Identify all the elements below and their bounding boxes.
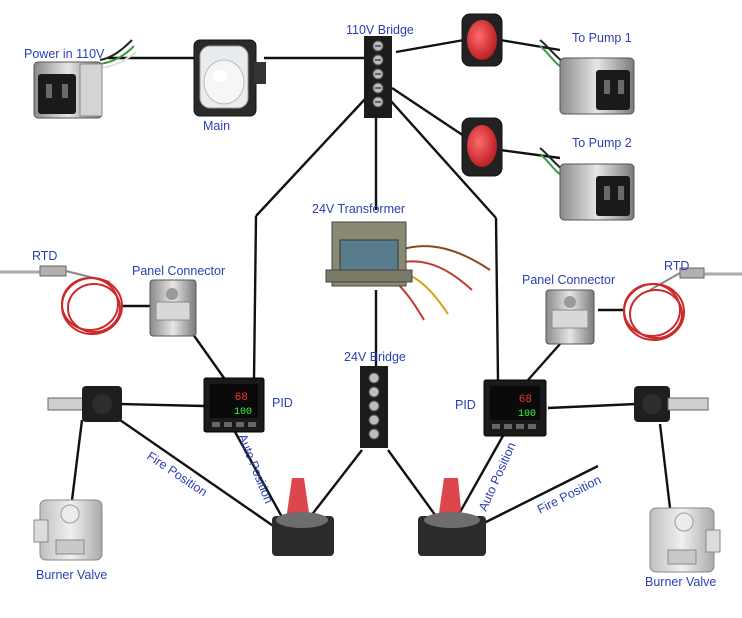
power-inlet-icon — [539, 39, 635, 115]
toggle-switch-icon — [418, 478, 486, 556]
bridge-24v-label: 24V Bridge — [344, 350, 406, 364]
toggle-switch-icon — [272, 478, 334, 556]
terminal-block-icon — [360, 366, 388, 448]
burner-valve-left-label: Burner Valve — [36, 568, 107, 582]
pid-left-pv: 68 — [235, 392, 248, 404]
rocker-switch-icon — [461, 117, 503, 177]
rtd-left-label: RTD — [32, 249, 57, 263]
terminal-block-icon — [364, 36, 392, 118]
pump2-label: To Pump 2 — [572, 136, 632, 150]
pid-controller-icon: 68 100 — [483, 379, 547, 437]
power-inlet-icon — [539, 147, 635, 221]
bridge-110v-label: 110V Bridge — [346, 23, 414, 37]
thermocouple-icon — [634, 386, 709, 422]
thermocouple-icon — [47, 386, 122, 422]
main-label: Main — [203, 119, 230, 133]
pid-controller-icon: 68 100 — [203, 377, 265, 433]
pid-left-label: PID — [272, 396, 293, 410]
rocker-switch-icon — [461, 13, 503, 67]
wires — [70, 38, 672, 536]
rtd-probe-icon — [0, 265, 123, 335]
pid-right-label: PID — [455, 398, 476, 412]
pid-right-sv: 100 — [518, 409, 536, 420]
panel-connector-left-label: Panel Connector — [132, 264, 225, 278]
pid-left-sv: 100 — [234, 407, 252, 418]
auto-position-left-label: Auto Position — [235, 432, 276, 506]
pid-right-pv: 68 — [519, 394, 532, 406]
burner-valve-icon — [33, 499, 103, 561]
panel-connector-right-label: Panel Connector — [522, 273, 615, 287]
transformer-icon — [325, 221, 491, 321]
burner-valve-icon — [649, 507, 721, 573]
main-switch-icon — [193, 39, 266, 117]
rtd-probe-icon — [623, 267, 742, 341]
transformer-label: 24V Transformer — [312, 202, 405, 216]
power-inlet-icon — [33, 39, 137, 119]
pump1-label: To Pump 1 — [572, 31, 632, 45]
burner-valve-right-label: Burner Valve — [645, 575, 716, 589]
panel-connector-icon — [545, 289, 595, 345]
auto-position-right-label: Auto Position — [476, 440, 519, 513]
rtd-right-label: RTD — [664, 259, 689, 273]
power-in-label: Power in 110V — [24, 47, 105, 61]
panel-connector-icon — [149, 279, 197, 337]
